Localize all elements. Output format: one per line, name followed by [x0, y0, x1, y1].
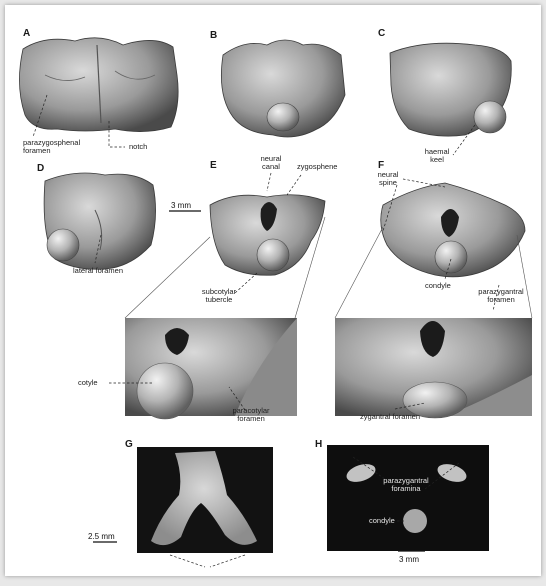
panel-c-specimen	[390, 43, 511, 136]
label-subcotylar-tubercle: subcotylar tubercle	[202, 288, 236, 304]
label-condyle-h: condyle	[369, 517, 395, 525]
label-parazygosphenal-foramen: parazygosphenal foramen	[23, 139, 80, 155]
label-parazygantral-foramina: parazygantral foramina	[383, 477, 428, 493]
label-notch: notch	[129, 143, 147, 151]
panel-g-ct-slice	[137, 447, 273, 553]
figure-graphics	[5, 5, 541, 576]
label-lateral-foramen: lateral foramen	[73, 267, 123, 275]
figure-plate: A B C D E F G H parazygosphenal foramen …	[5, 5, 541, 576]
panel-letter-c: C	[378, 28, 385, 39]
zoom-e-specimen	[125, 318, 297, 419]
label-neural-canal: neural canal	[261, 155, 282, 171]
panel-letter-a: A	[23, 28, 30, 39]
panel-b-specimen	[221, 40, 345, 137]
panel-letter-g: G	[125, 439, 133, 450]
panel-e-specimen	[210, 195, 325, 276]
scale-label-d: 3 mm	[171, 201, 191, 210]
panel-d-specimen	[44, 173, 155, 269]
label-parazygantral-foramen: parazygantral foramen	[478, 288, 523, 304]
panel-letter-d: D	[37, 163, 44, 174]
label-condyle-f: condyle	[425, 282, 451, 290]
panel-a-specimen	[19, 38, 178, 132]
label-neural-spine: neural spine	[378, 171, 399, 187]
label-zygantral-foramen: zygantral foramen	[360, 413, 420, 421]
scale-label-h: 3 mm	[399, 555, 419, 564]
panel-letter-b: B	[210, 30, 217, 41]
scale-label-g: 2.5 mm	[88, 532, 115, 541]
label-zygosphene: zygosphene	[297, 163, 337, 171]
panel-letter-e: E	[210, 160, 217, 171]
label-cotyle: cotyle	[78, 379, 98, 387]
panel-h-ct-slice	[327, 445, 489, 551]
panel-f-specimen	[381, 183, 525, 277]
panel-letter-h: H	[315, 439, 322, 450]
label-paracotylar-foramen: paracotylar foramen	[232, 407, 269, 423]
label-haemal-keel: haemal keel	[425, 148, 450, 164]
zoom-f-specimen	[335, 318, 532, 418]
